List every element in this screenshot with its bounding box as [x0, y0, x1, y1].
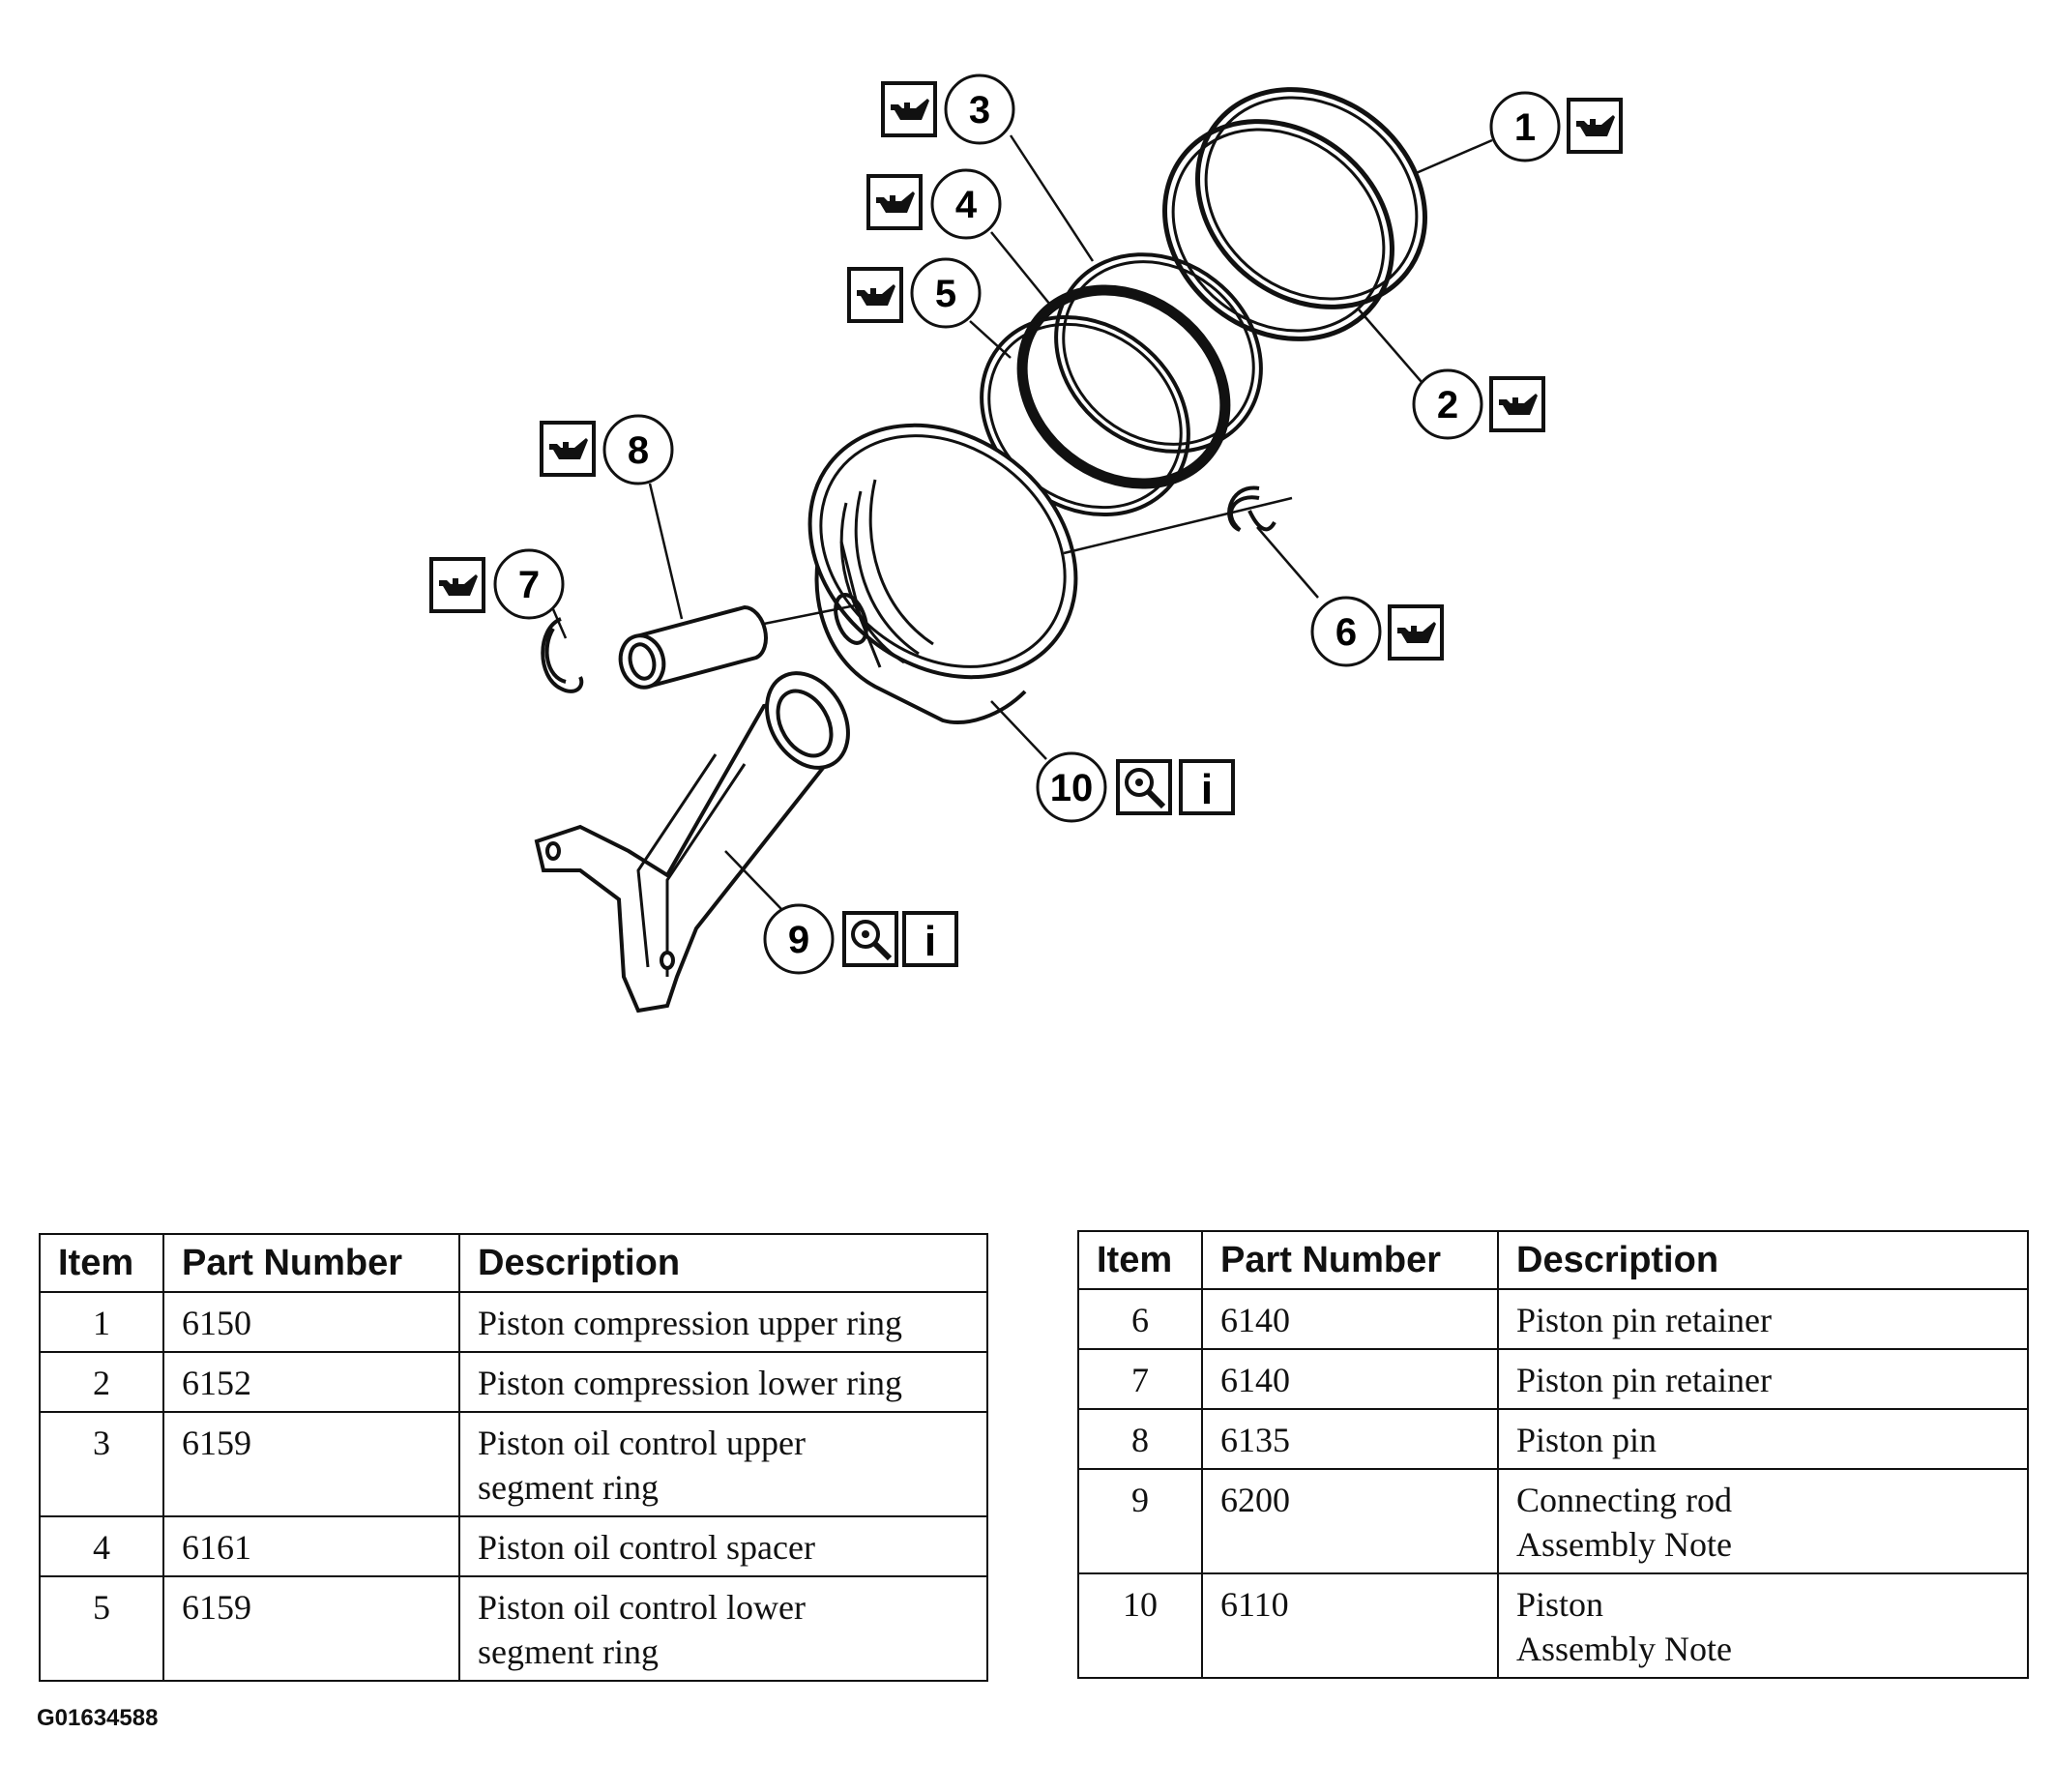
header-part-number: Part Number — [1201, 1230, 1499, 1290]
svg-text:3: 3 — [969, 89, 990, 132]
oil-can-icon — [866, 174, 923, 230]
part-number: 6140 — [1201, 1288, 1499, 1350]
header-item: Item — [39, 1233, 164, 1293]
info-icon: i — [902, 911, 958, 967]
part-description: Piston compression upper ring — [458, 1291, 988, 1353]
piston-pin-retainer-left — [541, 617, 584, 693]
magnifier-icon — [1118, 761, 1170, 813]
part-number: 6110 — [1201, 1572, 1499, 1679]
item-number: 10 — [1077, 1572, 1203, 1679]
header-part-number: Part Number — [162, 1233, 460, 1293]
oil-can-icon — [1489, 376, 1545, 432]
callout-5: 5 — [847, 257, 982, 329]
callout-2: 2 — [1412, 368, 1545, 440]
svg-text:8: 8 — [628, 429, 649, 472]
table-header-row: Item Part Number Description — [1077, 1230, 2029, 1290]
oil-can-icon — [429, 557, 485, 613]
part-number: 6161 — [162, 1515, 460, 1577]
svg-text:5: 5 — [935, 273, 956, 315]
svg-text:4: 4 — [955, 184, 978, 226]
callout-8: 8 — [540, 414, 674, 485]
part-number: 6159 — [162, 1575, 460, 1682]
table-row: 8 6135 Piston pin — [1077, 1408, 2029, 1470]
table-row: 5 6159 Piston oil control lower segment … — [39, 1575, 988, 1682]
exploded-piston-diagram: 1 2 3 4 5 6 7 8 9 — [429, 73, 1623, 1014]
item-number: 2 — [39, 1351, 164, 1413]
table-row: 4 6161 Piston oil control spacer — [39, 1515, 988, 1577]
callout-4: 4 — [866, 168, 1002, 240]
table-row: 2 6152 Piston compression lower ring — [39, 1351, 988, 1413]
svg-text:6: 6 — [1335, 611, 1357, 654]
part-description: Piston compression lower ring — [458, 1351, 988, 1413]
piston-pin-retainer-right — [1227, 485, 1276, 532]
part-number: 6135 — [1201, 1408, 1499, 1470]
table-row: 3 6159 Piston oil control upper segment … — [39, 1411, 988, 1517]
piston-pin — [618, 604, 768, 690]
callout-10: 10 i — [1036, 751, 1235, 823]
oil-can-icon — [540, 421, 596, 477]
item-number: 1 — [39, 1291, 164, 1353]
part-description: Connecting rod Assembly Note — [1497, 1468, 2029, 1574]
svg-text:1: 1 — [1514, 106, 1536, 149]
part-number: 6200 — [1201, 1468, 1499, 1574]
callout-9: 9 i — [763, 903, 958, 975]
callout-3: 3 — [881, 73, 1015, 145]
oil-can-icon — [847, 267, 903, 323]
part-number: 6150 — [162, 1291, 460, 1353]
svg-text:10: 10 — [1050, 767, 1094, 809]
item-number: 9 — [1077, 1468, 1203, 1574]
svg-text:i: i — [924, 918, 936, 965]
piston — [807, 423, 1078, 724]
part-number: 6159 — [162, 1411, 460, 1517]
table-row: 10 6110 Piston Assembly Note — [1077, 1572, 2029, 1679]
oil-can-icon — [881, 81, 937, 137]
table-row: 9 6200 Connecting rod Assembly Note — [1077, 1468, 2029, 1574]
figure-id: G01634588 — [37, 1705, 159, 1731]
callout-6: 6 — [1310, 596, 1444, 667]
item-number: 3 — [39, 1411, 164, 1517]
oil-can-icon — [1567, 98, 1623, 154]
magnifier-icon — [844, 913, 896, 965]
callout-1: 1 — [1489, 91, 1623, 162]
item-number: 6 — [1077, 1288, 1203, 1350]
part-description: Piston pin retainer — [1497, 1288, 2029, 1350]
part-number: 6140 — [1201, 1348, 1499, 1410]
part-description: Piston oil control spacer — [458, 1515, 988, 1577]
table-row: 7 6140 Piston pin retainer — [1077, 1348, 2029, 1410]
part-number: 6152 — [162, 1351, 460, 1413]
table-row: 6 6140 Piston pin retainer — [1077, 1288, 2029, 1350]
item-number: 8 — [1077, 1408, 1203, 1470]
part-description: Piston pin retainer — [1497, 1348, 2029, 1410]
svg-text:2: 2 — [1437, 384, 1458, 426]
item-number: 4 — [39, 1515, 164, 1577]
connecting-rod — [534, 671, 850, 1014]
parts-table-left: Item Part Number Description 1 6150 Pist… — [39, 1233, 988, 1682]
svg-text:i: i — [1201, 766, 1213, 813]
compression-upper-ring — [1195, 87, 1427, 309]
item-number: 5 — [39, 1575, 164, 1682]
header-item: Item — [1077, 1230, 1203, 1290]
svg-text:9: 9 — [788, 919, 809, 961]
info-icon: i — [1179, 759, 1235, 815]
svg-text:7: 7 — [518, 564, 540, 606]
table-header-row: Item Part Number Description — [39, 1233, 988, 1293]
item-number: 7 — [1077, 1348, 1203, 1410]
oil-can-icon — [1388, 604, 1444, 661]
header-description: Description — [458, 1233, 988, 1293]
compression-lower-ring — [1162, 119, 1394, 341]
parts-table-right: Item Part Number Description 6 6140 Pist… — [1077, 1230, 2029, 1679]
part-description: Piston oil control lower segment ring — [458, 1575, 988, 1682]
callout-7: 7 — [429, 548, 565, 620]
header-description: Description — [1497, 1230, 2029, 1290]
part-description: Piston oil control upper segment ring — [458, 1411, 988, 1517]
table-row: 1 6150 Piston compression upper ring — [39, 1291, 988, 1353]
part-description: Piston pin — [1497, 1408, 2029, 1470]
part-description: Piston Assembly Note — [1497, 1572, 2029, 1679]
leader-lines — [551, 134, 1493, 910]
